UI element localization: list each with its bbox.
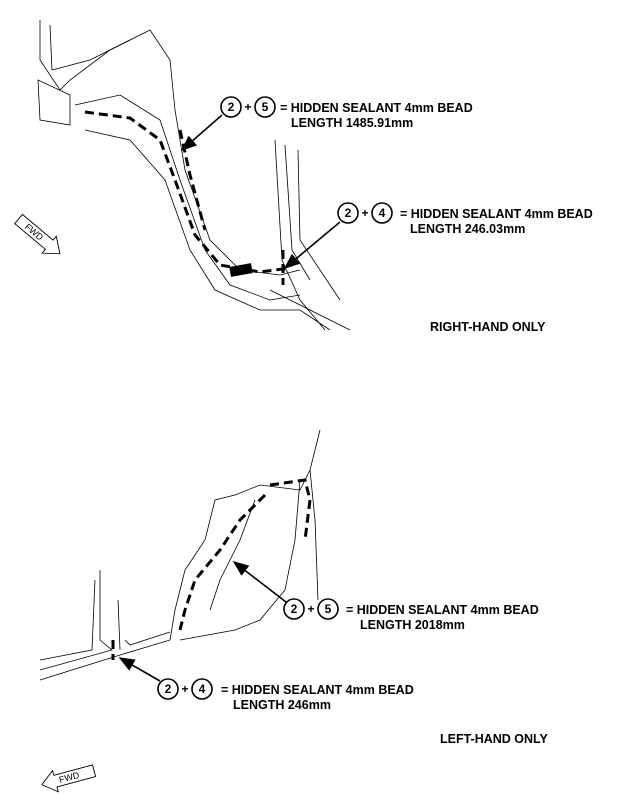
plus-sign: + [361,206,368,220]
callout-lh-2-4: 2 + 4 = HIDDEN SEALANT 4mm BEAD LENGTH 2… [118,657,414,712]
callout-length: LENGTH 2018mm [360,618,465,632]
part-number-circle [157,678,179,700]
part-number-circle [220,96,242,118]
left-hand-only-label: LEFT-HAND ONLY [440,732,549,746]
plus-sign: + [307,602,314,616]
part-number: 2 [291,602,298,616]
part-number: 5 [262,100,269,114]
part-number: 2 [228,100,235,114]
part-number-circle [283,598,305,620]
callout-rh-2-5: 2 + 5 = HIDDEN SEALANT 4mm BEAD LENGTH 1… [180,96,473,152]
callout-description: = HIDDEN SEALANT 4mm BEAD [280,101,473,115]
part-number: 5 [325,602,332,616]
callout-description: = HIDDEN SEALANT 4mm BEAD [221,683,414,697]
part-number: 4 [379,206,386,220]
right-hand-only-label: RIGHT-HAND ONLY [430,320,546,334]
right-hand-body-panel-drawing [37,20,351,331]
part-number-circle [254,96,276,118]
callout-rh-2-4: 2 + 4 = HIDDEN SEALANT 4mm BEAD LENGTH 2… [283,202,593,270]
fwd-arrow-icon: FWD [41,764,97,793]
callout-length: LENGTH 1485.91mm [291,116,413,130]
callout-description: = HIDDEN SEALANT 4mm BEAD [400,207,593,221]
part-number: 2 [345,206,352,220]
fwd-arrow-icon: FWD [14,213,61,255]
callout-lh-2-5: 2 + 5 = HIDDEN SEALANT 4mm BEAD LENGTH 2… [232,561,539,632]
part-number-circle [337,202,359,224]
part-number: 4 [199,682,206,696]
part-number-circle [317,598,339,620]
callout-length: LENGTH 246mm [233,698,331,712]
callout-length: LENGTH 246.03mm [410,222,525,236]
plus-sign: + [244,100,251,114]
part-number-circle [191,678,213,700]
callout-description: = HIDDEN SEALANT 4mm BEAD [346,603,539,617]
left-hand-body-panel-drawing [39,429,321,681]
plus-sign: + [181,682,188,696]
part-number: 2 [165,682,172,696]
part-number-circle [371,202,393,224]
